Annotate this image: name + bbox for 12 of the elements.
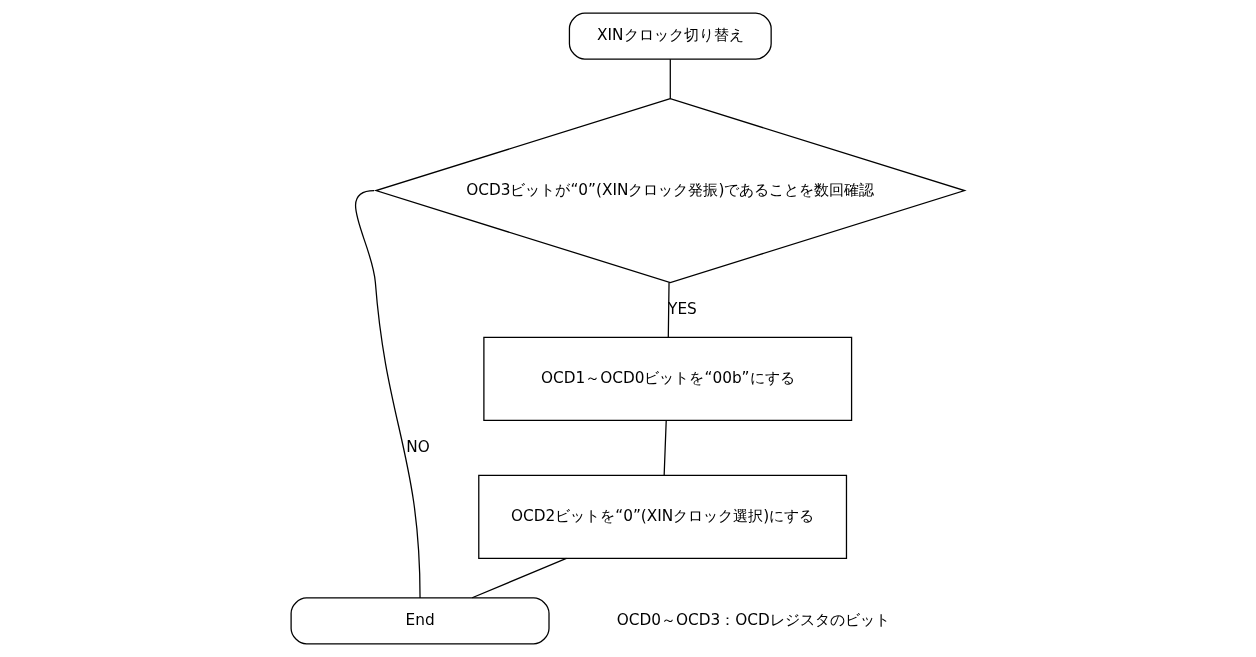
connector — [471, 557, 568, 599]
node-box: OCD1～OCD0ビットを“00b”にする — [483, 336, 853, 422]
label: OCD0～OCD3：OCDレジスタのビット — [616, 610, 890, 629]
connector — [667, 281, 670, 338]
connector — [663, 419, 667, 476]
connector — [669, 58, 671, 100]
connector — [354, 189, 421, 599]
edge-label: NO — [406, 437, 430, 456]
node-box: XINクロック切り替え — [568, 12, 772, 60]
node-diamond: OCD3ビットが“0”(XINクロック発振)であることを数回確認 — [373, 98, 967, 284]
node-box: OCD2ビットを“0”(XINクロック選択)にする — [478, 474, 848, 559]
node-box: End — [290, 597, 550, 645]
